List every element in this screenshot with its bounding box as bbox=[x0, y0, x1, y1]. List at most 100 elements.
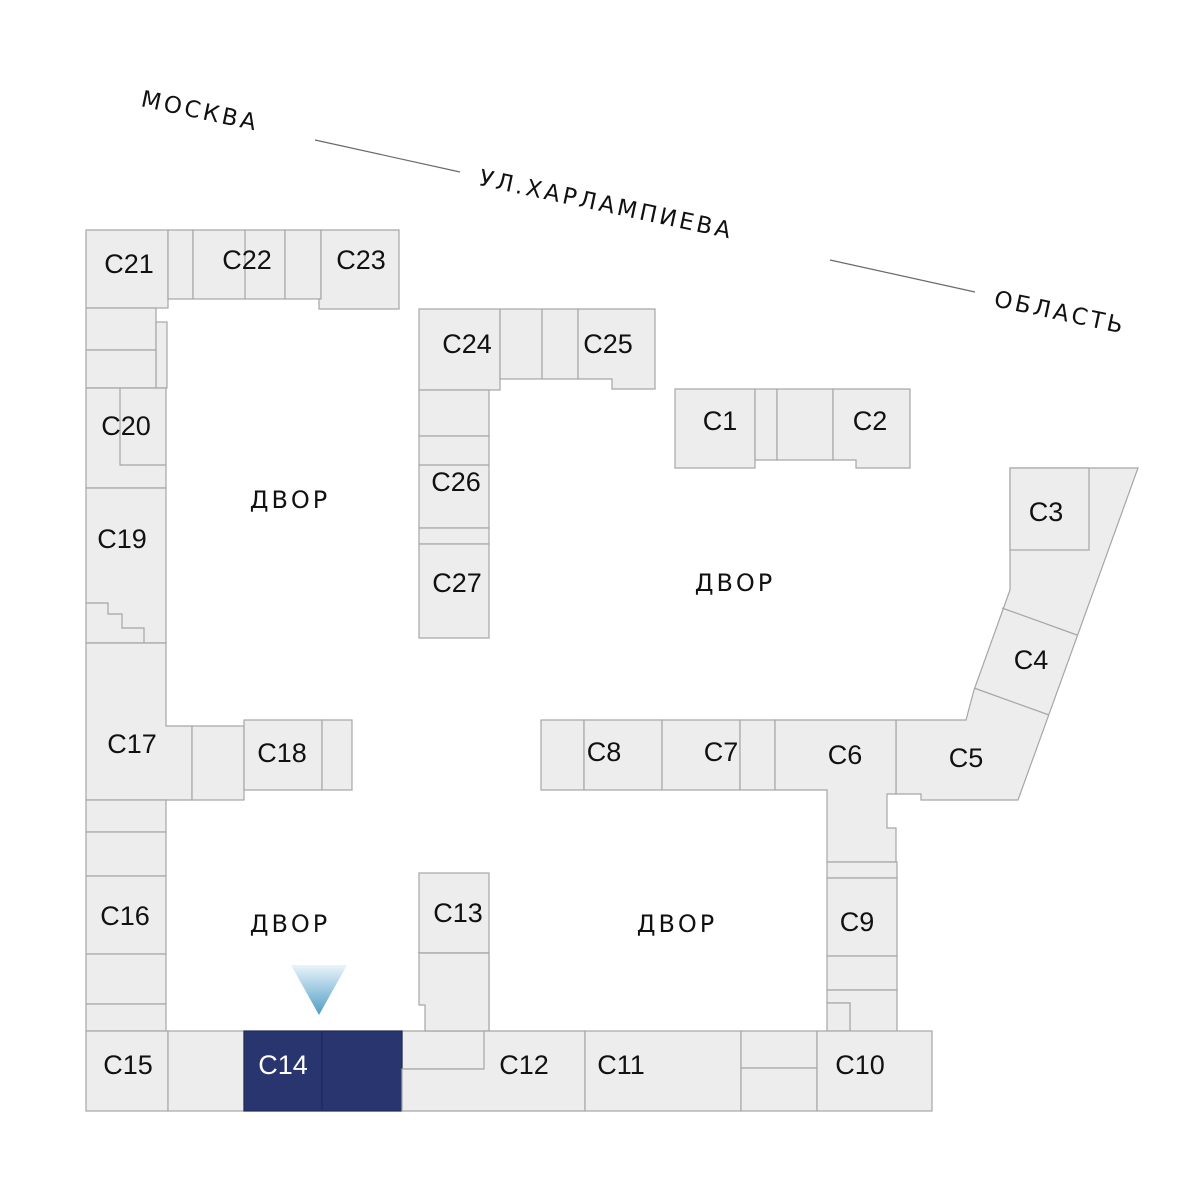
section-c25[interactable] bbox=[577, 308, 656, 390]
left-wing-unit-1 bbox=[85, 307, 157, 351]
left-wing-unit-4 bbox=[85, 799, 167, 833]
left-wing bbox=[85, 229, 245, 1112]
label-c11[interactable]: C11 bbox=[597, 1050, 645, 1080]
section-c23[interactable] bbox=[318, 229, 400, 310]
c9-unit-1 bbox=[826, 955, 898, 991]
label-c27[interactable]: C27 bbox=[432, 568, 482, 598]
section-c22[interactable] bbox=[192, 229, 286, 300]
bottom-unit-3 bbox=[740, 1067, 818, 1112]
label-c19[interactable]: C19 bbox=[97, 524, 147, 554]
label-c3[interactable]: C3 bbox=[1029, 497, 1064, 527]
left-wing-unit-2 bbox=[155, 321, 168, 389]
center-unit-2 bbox=[541, 308, 579, 380]
label-c7[interactable]: C7 bbox=[704, 737, 739, 767]
section-c19[interactable] bbox=[85, 487, 167, 644]
label-c9[interactable]: C9 bbox=[840, 907, 875, 937]
c1-c2-unit-1 bbox=[754, 388, 778, 461]
label-c10[interactable]: C10 bbox=[835, 1050, 885, 1080]
yard-label-bottom-left: ДВОР bbox=[250, 910, 331, 938]
street-name-label: УЛ.ХАРЛАМПИЕВА bbox=[477, 165, 736, 244]
label-c20[interactable]: C20 bbox=[101, 411, 151, 441]
section-c24[interactable] bbox=[418, 308, 501, 391]
label-c26[interactable]: C26 bbox=[431, 467, 481, 497]
c9-top-unit bbox=[826, 861, 898, 879]
top-wing-unit-2 bbox=[284, 229, 322, 300]
center-unit-3 bbox=[418, 389, 490, 437]
c18-block bbox=[243, 719, 353, 791]
center-unit-4 bbox=[418, 527, 490, 545]
center-wing bbox=[418, 308, 656, 639]
c9-unit-3 bbox=[826, 1002, 851, 1032]
section-c3[interactable] bbox=[1009, 467, 1090, 551]
left-wing-unit-6 bbox=[85, 953, 167, 1005]
yard-label-top-left: ДВОР bbox=[250, 486, 331, 514]
c1-c2-unit-2 bbox=[776, 388, 834, 461]
c13-lower bbox=[418, 952, 490, 1032]
street-labels: МОСКВА УЛ.ХАРЛАМПИЕВА ОБЛАСТЬ bbox=[139, 86, 1128, 339]
label-c1[interactable]: C1 bbox=[703, 406, 738, 436]
label-c16[interactable]: C16 bbox=[100, 901, 150, 931]
yard-label-top-right: ДВОР bbox=[695, 569, 776, 597]
section-c7[interactable] bbox=[661, 719, 741, 791]
label-c17[interactable]: C17 bbox=[107, 729, 157, 759]
bottom-unit-1 bbox=[167, 1030, 245, 1112]
east-wing bbox=[895, 467, 1139, 801]
yard-label-bottom-right: ДВОР bbox=[637, 910, 718, 938]
label-c2[interactable]: C2 bbox=[853, 406, 888, 436]
c20-notch bbox=[119, 388, 166, 466]
street-line-1 bbox=[314, 139, 461, 173]
section-c6[interactable] bbox=[774, 719, 897, 863]
label-c22[interactable]: C22 bbox=[222, 245, 272, 275]
section-c2[interactable] bbox=[832, 388, 911, 469]
east-row-unit-1 bbox=[540, 719, 585, 791]
c13-column bbox=[401, 872, 490, 1070]
label-c23[interactable]: C23 bbox=[336, 245, 386, 275]
center-unit-1 bbox=[499, 308, 543, 380]
section-c26[interactable] bbox=[418, 435, 490, 529]
section-c9[interactable] bbox=[826, 877, 898, 957]
section-c27[interactable] bbox=[418, 543, 490, 639]
label-c6[interactable]: C6 bbox=[828, 740, 863, 770]
label-c14[interactable]: C14 bbox=[258, 1050, 308, 1080]
section-c14[interactable] bbox=[243, 1030, 403, 1112]
section-c11[interactable] bbox=[584, 1030, 742, 1112]
yard-labels: ДВОР ДВОР ДВОР ДВОР bbox=[250, 486, 776, 938]
section-c21[interactable] bbox=[85, 229, 169, 309]
label-c13[interactable]: C13 bbox=[433, 898, 483, 928]
left-wing-unit-5 bbox=[85, 831, 167, 877]
label-c4[interactable]: C4 bbox=[1014, 645, 1049, 675]
section-c16[interactable] bbox=[85, 875, 167, 955]
section-c17[interactable] bbox=[85, 642, 193, 801]
label-c24[interactable]: C24 bbox=[442, 329, 492, 359]
c1-c2-block bbox=[674, 388, 911, 469]
label-c18[interactable]: C18 bbox=[257, 738, 307, 768]
label-c25[interactable]: C25 bbox=[583, 329, 633, 359]
moscow-direction-label: МОСКВА bbox=[139, 86, 262, 136]
left-wing-unit-3 bbox=[85, 349, 157, 389]
label-c15[interactable]: C15 bbox=[103, 1050, 153, 1080]
bottom-row bbox=[167, 1030, 933, 1112]
section-c15[interactable] bbox=[85, 1030, 169, 1112]
left-wing-unit-7 bbox=[85, 1003, 167, 1032]
bottom-unit-2 bbox=[740, 1030, 818, 1069]
label-c8[interactable]: C8 bbox=[587, 737, 622, 767]
c17-annex bbox=[191, 725, 245, 801]
label-c12[interactable]: C12 bbox=[499, 1050, 549, 1080]
c4-c5-divider bbox=[973, 687, 1050, 716]
label-c5[interactable]: C5 bbox=[949, 743, 984, 773]
c9-column bbox=[826, 861, 898, 1035]
c19-stairs bbox=[86, 602, 145, 643]
c3-c4-divider bbox=[1001, 607, 1078, 636]
east-row bbox=[540, 719, 897, 863]
label-c21[interactable]: C21 bbox=[104, 249, 154, 279]
section-c10[interactable] bbox=[816, 1030, 933, 1112]
top-wing-unit-1 bbox=[167, 229, 194, 300]
section-c13[interactable] bbox=[418, 872, 490, 954]
section-c1[interactable] bbox=[674, 388, 756, 469]
section-c20[interactable] bbox=[85, 387, 167, 489]
region-direction-label: ОБЛАСТЬ bbox=[992, 286, 1128, 339]
selected-section-marker-icon bbox=[291, 965, 347, 1015]
section-c8[interactable] bbox=[583, 719, 663, 791]
c18-annex bbox=[321, 719, 353, 791]
